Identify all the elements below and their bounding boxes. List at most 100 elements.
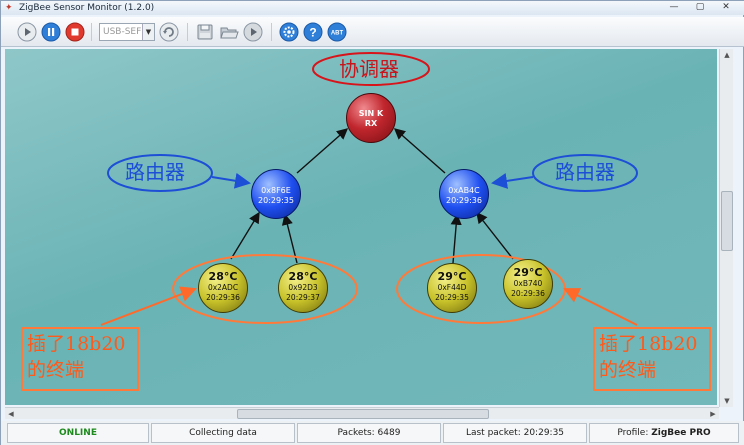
note-left-line2: 的终端 [27,359,85,381]
end-device-temperature: 28°C [208,270,238,283]
status-bar: ONLINE Collecting data Packets: 6489 Las… [1,421,744,445]
end-device-id: 0x2ADC [207,283,239,292]
end-device-id: 0x92D3 [288,283,318,292]
scroll-up-icon[interactable]: ▲ [724,51,730,59]
note-left-pointer [100,286,197,326]
sink-sub-label: RX [364,119,378,128]
end-device-time: 20:29:37 [286,293,320,302]
scroll-right-icon[interactable]: ▶ [710,410,716,418]
end-device-node[interactable]: 28°C 0x2ADC 20:29:36 [198,263,248,313]
save-button[interactable] [195,22,215,42]
link-ed4-to-router-right [476,211,514,260]
end-device-id: 0xB740 [513,279,543,288]
vertical-scrollbar[interactable]: ▲ ▼ [719,49,733,407]
pause-icon [41,22,61,42]
status-connection: ONLINE [7,423,149,443]
chevron-down-icon[interactable]: ▼ [142,24,154,40]
scroll-left-icon[interactable]: ◀ [8,410,14,418]
router-id: 0xAB4C [448,186,480,195]
port-select-value: USB-SEF [103,27,142,37]
router-id: 0x8F6E [261,186,291,195]
router-right-annotation: 路由器 [555,160,615,184]
router-left-callout-pointer [211,172,251,189]
stop-icon [65,22,85,42]
status-last-packet: Last packet: 20:29:35 [443,423,587,443]
end-device-temperature: 29°C [437,270,467,283]
help-icon: ? [303,22,323,42]
toolbar-separator [271,23,272,41]
router-right-callout-pointer [491,173,534,189]
scroll-down-icon[interactable]: ▼ [724,397,730,405]
play-icon [243,22,263,42]
about-label: ABT [331,31,344,37]
play-icon [17,22,37,42]
vertical-scroll-thumb[interactable] [721,191,733,251]
open-button[interactable] [219,22,239,42]
sink-node[interactable]: SIN K RX [346,93,396,143]
window-title: ZigBee Sensor Monitor (1.2.0) [19,3,155,13]
end-device-node[interactable]: 29°C 0xF44D 20:29:35 [427,263,477,313]
end-device-temperature: 28°C [288,270,318,283]
toolbar-separator [91,23,92,41]
end-device-time: 20:29:35 [435,293,469,302]
coordinator-annotation: 协调器 [339,57,399,81]
pause-button[interactable] [41,22,61,42]
status-packets: Packets: 6489 [297,423,441,443]
note-right-pointer [563,288,638,326]
end-device-id: 0xF44D [437,283,467,292]
maximize-button[interactable]: ▢ [695,2,705,12]
refresh-ports-button[interactable] [159,22,179,42]
title-bar: ✦ ZigBee Sensor Monitor (1.2.0) — ▢ ✕ [1,1,744,15]
note-left: 插了18b20 的终端 [21,327,139,391]
toolbar-separator [187,23,188,41]
note-right-line2: 的终端 [599,359,657,381]
link-ed3-to-router-right [450,213,462,264]
status-profile-value: ZigBee PRO [651,428,711,438]
toolbar: USB-SEF ▼ ? ABT [1,17,744,47]
status-profile-label: Profile: [617,428,649,438]
router-left-annotation: 路由器 [125,160,185,184]
minimize-button[interactable]: — [669,2,679,12]
network-links [100,52,638,326]
save-icon [197,24,213,40]
stop-button[interactable] [65,22,85,42]
about-icon: ABT [327,22,347,42]
horizontal-scroll-thumb[interactable] [237,409,489,419]
note-right-line1: 插了18b20 [599,333,698,355]
network-canvas[interactable]: SIN K RX 0x8F6E 20:29:35 0xAB4C 20:29:36… [5,49,717,405]
router-left-callout-ellipse [107,154,213,192]
end-device-temperature: 29°C [513,266,543,279]
link-router-left-to-sink [296,128,349,174]
help-glyph: ? [309,26,316,40]
folder-open-icon [220,27,239,39]
run-button[interactable] [243,22,263,42]
end-device-node[interactable]: 29°C 0xB740 20:29:36 [503,259,553,309]
note-left-line1: 插了18b20 [27,333,126,355]
router-time: 20:29:36 [446,196,482,205]
sink-label: SIN K [358,109,384,118]
note-right: 插了18b20 的终端 [593,327,711,391]
end-devices-left-ellipse [172,254,358,324]
help-button[interactable]: ? [303,22,323,42]
link-router-right-to-sink [393,128,446,174]
about-button[interactable]: ABT [327,22,347,42]
horizontal-scrollbar[interactable]: ◀ ▶ [5,407,719,419]
router-right-callout-ellipse [532,154,638,192]
port-select[interactable]: USB-SEF ▼ [99,23,155,41]
settings-button[interactable] [279,22,299,42]
status-activity: Collecting data [151,423,295,443]
end-device-node[interactable]: 28°C 0x92D3 20:29:37 [278,263,328,313]
status-profile: Profile: ZigBee PRO [589,423,739,443]
play-button[interactable] [17,22,37,42]
app-logo-icon: ✦ [5,3,13,13]
link-ed2-to-router-left [281,213,298,264]
router-node-right[interactable]: 0xAB4C 20:29:36 [439,169,489,219]
router-time: 20:29:35 [258,196,294,205]
end-device-time: 20:29:36 [206,293,240,302]
router-node-left[interactable]: 0x8F6E 20:29:35 [251,169,301,219]
gear-icon [279,22,299,42]
link-ed1-to-router-left [230,211,260,260]
coordinator-callout-ellipse [312,52,430,86]
close-button[interactable]: ✕ [722,2,730,12]
